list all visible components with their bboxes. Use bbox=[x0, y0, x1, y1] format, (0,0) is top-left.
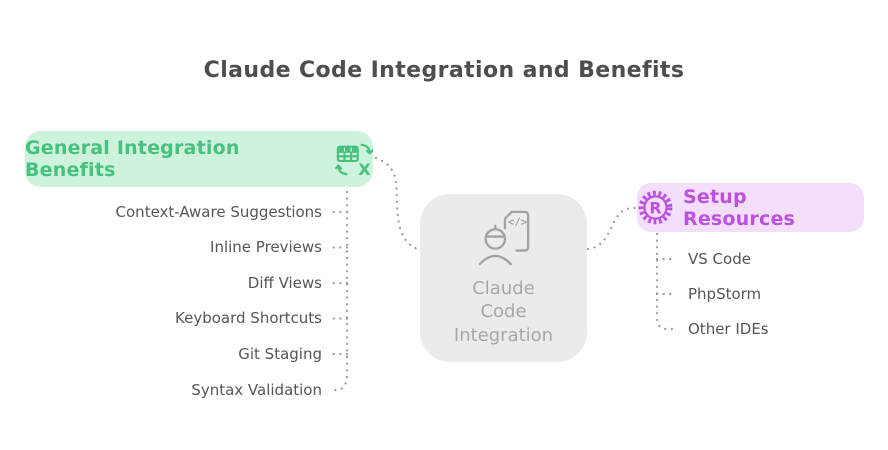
branch-label: Setup Resources bbox=[683, 185, 796, 230]
leaf-item: Syntax Validation bbox=[191, 381, 322, 399]
branch-setup-resources: R Setup Resources bbox=[637, 183, 864, 232]
leaf-item: Inline Previews bbox=[210, 238, 322, 256]
branch-label: General Integration Benefits bbox=[25, 137, 240, 181]
leaf-item: Git Staging bbox=[238, 345, 322, 363]
engineer-code-document-icon: </> bbox=[475, 209, 533, 267]
svg-text:R: R bbox=[649, 199, 661, 218]
center-node-claude-code-integration: </> Claude Code Integration bbox=[420, 194, 587, 362]
table-to-excel-sync-icon: X bbox=[335, 140, 373, 178]
branch-general-integration-benefits: General Integration Benefits bbox=[25, 131, 373, 187]
svg-text:</>: </> bbox=[507, 215, 526, 228]
leaf-item: Keyboard Shortcuts bbox=[175, 309, 322, 327]
center-line-2: Code bbox=[480, 301, 527, 323]
leaf-item: Context-Aware Suggestions bbox=[115, 203, 322, 221]
leaf-item: Other IDEs bbox=[688, 320, 769, 338]
gear-registered-icon: R bbox=[637, 189, 674, 226]
center-node-label: Claude Code Integration bbox=[454, 277, 553, 347]
center-line-1: Claude bbox=[472, 277, 535, 299]
center-line-3: Integration bbox=[453, 324, 554, 346]
diagram-title: Claude Code Integration and Benefits bbox=[203, 58, 685, 83]
leaf-item: Diff Views bbox=[247, 274, 322, 292]
leaf-item: VS Code bbox=[688, 250, 751, 268]
svg-text:X: X bbox=[358, 160, 371, 178]
leaf-item: PhpStorm bbox=[688, 285, 762, 303]
